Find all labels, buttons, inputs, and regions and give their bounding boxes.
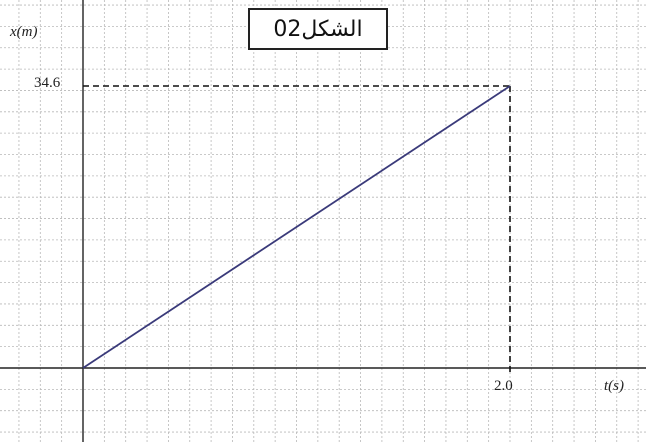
figure-title: الشكل02 — [248, 8, 388, 50]
x-tick-label: 2.0 — [494, 378, 513, 394]
series-line — [82, 85, 511, 369]
x-axis-label: t(s) — [604, 378, 624, 394]
y-tick-label: 34.6 — [34, 75, 61, 91]
guide-lines — [83, 85, 511, 374]
y-axis-label: x(m) — [9, 24, 37, 40]
